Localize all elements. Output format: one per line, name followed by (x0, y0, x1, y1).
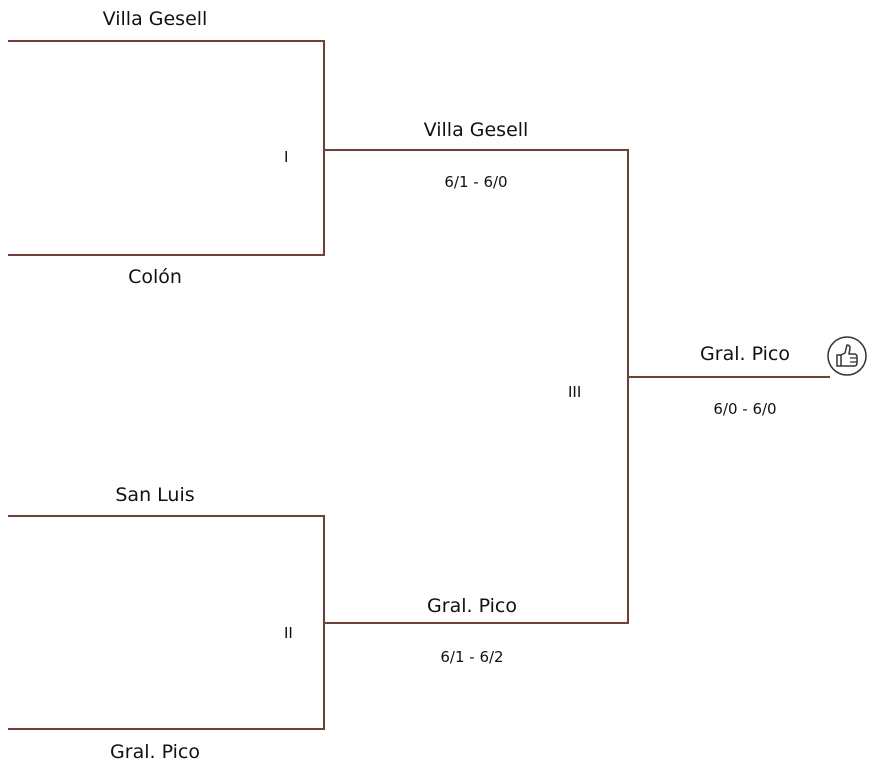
bracket-line-semi-top (323, 149, 629, 151)
bracket-line-m1-top (8, 40, 325, 42)
semi-top-score: 6/1 - 6/0 (444, 173, 508, 191)
bracket-line-m2-bottom (8, 728, 325, 730)
bracket-line-final (627, 376, 830, 378)
semi-bottom-winner: Gral. Pico (427, 595, 517, 617)
final-winner: Gral. Pico (700, 343, 790, 365)
semi-top-winner: Villa Gesell (423, 119, 529, 141)
semi-bottom-score: 6/1 - 6/2 (440, 648, 504, 666)
team-match2-top: San Luis (115, 484, 195, 506)
thumbs-up-icon (826, 335, 868, 377)
bracket-line-m1-join (323, 40, 325, 256)
team-match2-bottom: Gral. Pico (110, 741, 200, 763)
bracket-line-m1-bottom (8, 254, 325, 256)
bracket-line-semi-bottom (323, 622, 629, 624)
team-match1-top: Villa Gesell (102, 8, 208, 30)
round-label-iii: III (568, 383, 582, 401)
bracket-line-m2-top (8, 515, 325, 517)
round-label-i: I (284, 148, 289, 166)
team-match1-bottom: Colón (128, 266, 182, 288)
round-label-ii: II (284, 624, 293, 642)
final-score: 6/0 - 6/0 (713, 400, 777, 418)
bracket-line-semi-join (627, 149, 629, 624)
